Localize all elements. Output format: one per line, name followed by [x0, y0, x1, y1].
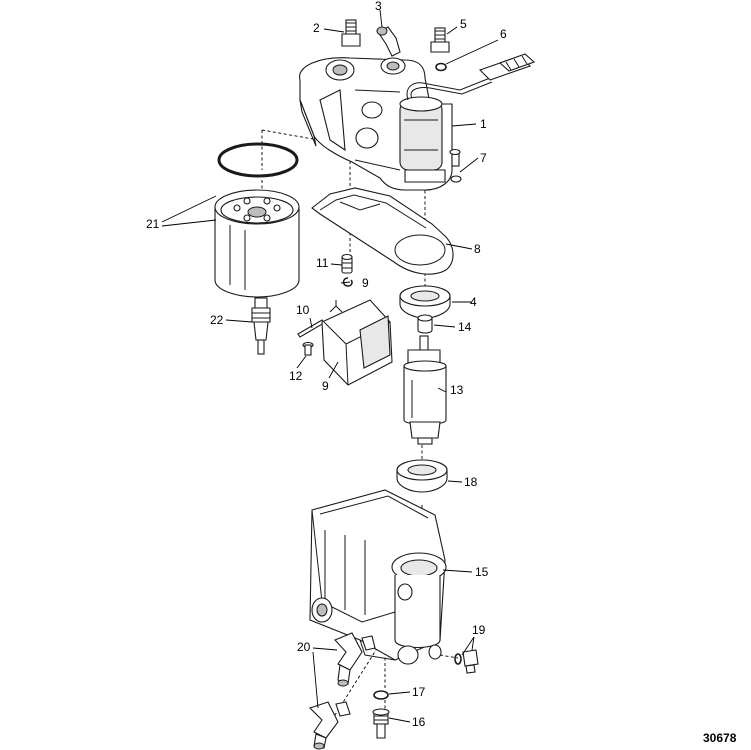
part-17-o-ring — [373, 690, 389, 700]
part-11-fitting — [341, 253, 353, 274]
callout-19: 19 — [472, 623, 486, 637]
part-15-housing — [309, 489, 447, 665]
callout-9-clip: 9 — [362, 276, 369, 290]
callout-17: 17 — [412, 685, 426, 699]
part-5-stud — [430, 27, 450, 53]
callout-2: 2 — [313, 21, 320, 35]
callout-22: 22 — [210, 313, 224, 327]
callout-4: 4 — [470, 295, 477, 309]
callout-16: 16 — [412, 715, 426, 729]
callout-1: 1 — [480, 117, 487, 131]
callout-13: 13 — [450, 383, 464, 397]
leader-lines — [161, 9, 499, 723]
callout-12: 12 — [289, 369, 303, 383]
part-16-sensor — [372, 708, 390, 739]
callout-21: 21 — [146, 217, 160, 231]
part-7-screws — [449, 148, 462, 183]
part-9-clip — [342, 277, 353, 287]
part-18-seal — [396, 459, 448, 493]
part-13-fuel-pump — [403, 335, 447, 445]
part-8-gasket — [311, 187, 454, 275]
callout-10: 10 — [296, 303, 310, 317]
part-1-cover-assembly — [299, 53, 536, 191]
part-2-stud — [341, 19, 361, 47]
callout-8: 8 — [474, 242, 481, 256]
callout-3: 3 — [375, 0, 382, 13]
figure-number: 30678 — [703, 731, 737, 745]
callout-labels: 1 2 3 4 5 6 7 8 9 9 10 11 12 13 14 15 16… — [146, 0, 507, 729]
part-14-bushing — [417, 314, 433, 334]
part-3-elbow-fitting — [376, 26, 401, 57]
callout-14: 14 — [458, 320, 472, 334]
part-19-plug — [454, 649, 479, 674]
part-20-elbow-fittings — [308, 632, 376, 750]
part-22-sensor — [251, 297, 271, 355]
callout-18: 18 — [464, 475, 478, 489]
callout-6: 6 — [500, 27, 507, 41]
part-4-seal — [399, 285, 451, 319]
part-21-fuel-filter — [214, 142, 300, 298]
callout-5: 5 — [460, 17, 467, 31]
callout-20: 20 — [297, 640, 311, 654]
part-12-screw — [302, 341, 314, 356]
callout-11: 11 — [316, 256, 329, 270]
part-9-screen — [321, 299, 393, 386]
callout-15: 15 — [475, 565, 489, 579]
part-6-o-ring — [435, 62, 447, 72]
callout-9-screen: 9 — [322, 379, 329, 393]
callout-7: 7 — [480, 151, 487, 165]
